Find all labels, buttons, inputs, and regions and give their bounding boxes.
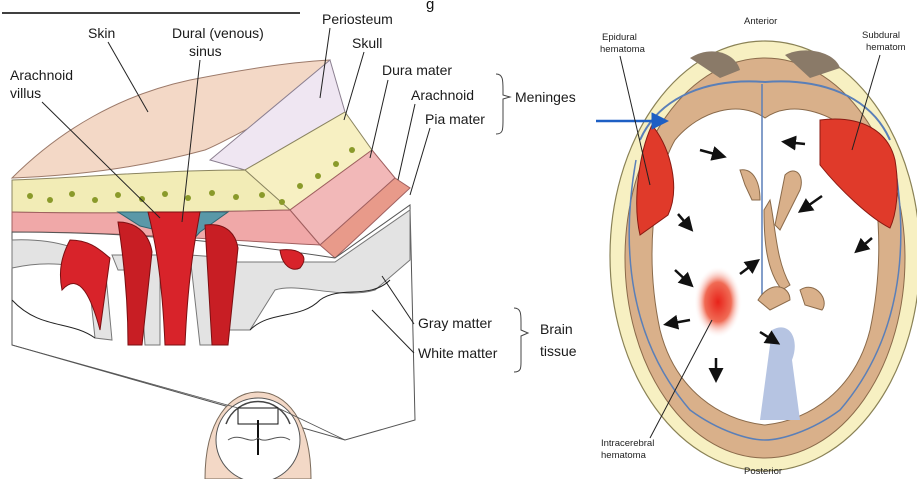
label-white-matter: White matter bbox=[418, 345, 498, 361]
intracerebral-hematoma bbox=[694, 266, 742, 338]
leader-dura-mater bbox=[370, 80, 388, 158]
label-arachnoid-villus-line1: Arachnoid bbox=[10, 67, 73, 83]
label-pia-mater: Pia mater bbox=[425, 111, 485, 127]
label-arachnoid-villus-line2: villus bbox=[10, 85, 41, 101]
leader-skull bbox=[344, 52, 364, 120]
leader-pia-mater bbox=[410, 128, 430, 195]
label-subdural-line1: Subdural bbox=[862, 30, 900, 41]
label-skull: Skull bbox=[352, 35, 382, 51]
label-intracerebral-line2: hematoma bbox=[601, 450, 647, 461]
label-skin: Skin bbox=[88, 25, 115, 41]
label-subdural-line2: hematom bbox=[866, 42, 906, 53]
header-fragment: g bbox=[426, 0, 434, 13]
label-periosteum: Periosteum bbox=[322, 11, 393, 27]
skull-front bbox=[12, 170, 290, 213]
label-gray-matter: Gray matter bbox=[418, 315, 492, 331]
label-epidural-line2: hematoma bbox=[600, 44, 646, 55]
label-dura-mater: Dura mater bbox=[382, 62, 452, 78]
meninges-bracket bbox=[496, 74, 510, 134]
leader-arachnoid bbox=[398, 104, 415, 180]
label-dural-line2: sinus bbox=[189, 43, 222, 59]
label-posterior: Posterior bbox=[744, 466, 782, 477]
label-anterior: Anterior bbox=[744, 16, 777, 27]
label-brain-tissue-line1: Brain bbox=[540, 321, 573, 337]
label-epidural-line1: Epidural bbox=[602, 32, 637, 43]
label-dural-line1: Dural (venous) bbox=[172, 25, 264, 41]
axial-brain-diagram bbox=[610, 41, 917, 471]
brain-tissue-bracket bbox=[514, 308, 528, 372]
label-meninges: Meninges bbox=[515, 89, 576, 105]
label-intracerebral-line1: Intracerebral bbox=[601, 438, 654, 449]
label-brain-tissue-line2: tissue bbox=[540, 343, 577, 359]
label-arachnoid: Arachnoid bbox=[411, 87, 474, 103]
meninges-diagram bbox=[12, 60, 415, 440]
